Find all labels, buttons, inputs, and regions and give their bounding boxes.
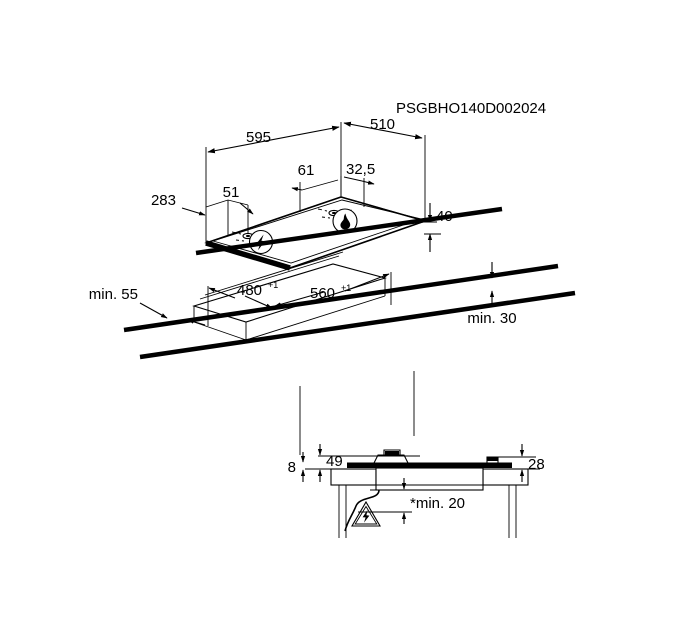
dim-label-49: 49 [326,453,343,470]
dim-line-595 [207,125,340,154]
worktop-block-right [482,468,529,486]
cutout-edge-inner-b [204,251,344,296]
worktop-bottom-surface-line [139,290,576,360]
dim-label-480: 480 [237,282,262,299]
dimension-8: 8 [288,452,306,482]
dimension-min-30: min. 30 [467,262,517,327]
projection-lines [299,371,415,455]
dim-label-560-superscript: +1 [341,283,351,293]
dim-label-480-superscript: +1 [268,280,278,290]
dim-line-560-left [274,291,325,307]
dim-line-51-b [227,199,249,206]
dim-line-325 [343,176,363,182]
dim-label-325: 32,5 [346,161,375,178]
dim-label-min-55: min. 55 [89,286,138,303]
worktop-cutout-view: min. 55 480 +1 560 +1 min. 30 [89,251,576,360]
dim-line-325-arrow [361,180,375,185]
dim-label-min-20: *min. 20 [410,495,465,512]
gas-burner-icon [332,208,358,234]
dim-line-480-down [244,295,273,309]
dimension-480: 480 +1 [207,280,278,326]
dim-label-560: 560 [310,285,335,302]
dim-line-283 [181,207,206,216]
dim-label-595: 595 [246,129,271,146]
dimension-51: 51 [205,184,254,236]
left-burner-dash-a [231,231,242,235]
dimension-min-20: *min. 20 [358,478,465,524]
drawing-title: PSGBHO140D002024 [396,100,546,117]
dim-line-61 [301,179,339,191]
hob-isometric-view: 595 510 61 32,5 283 [151,116,503,271]
dimension-560: 560 +1 [274,272,392,307]
power-cable [344,489,380,532]
cross-section-detail-view: 49 8 28 *min. 20 [288,444,545,538]
burner-cap-fill [385,451,399,456]
cutout-floor-front [245,295,386,341]
hob-right-edge [289,220,426,269]
dim-label-min-30: min. 30 [467,310,516,327]
dim-line-560-right [344,273,390,292]
dimension-325: 32,5 [343,161,375,207]
worktop-surface-line-upper [195,206,503,256]
warning-lightning-bolt-glyph [362,509,370,523]
dimension-283: 283 [151,192,206,216]
hob-front-edge [205,240,291,271]
dimension-61: 61 [291,162,342,212]
hob-left-edge [205,196,342,244]
right-burner-dash-a [317,208,328,212]
dim-line-480-up [208,287,236,299]
dim-line-51-a [205,199,229,208]
flame-glyph [340,213,351,230]
dim-label-510: 510 [370,116,395,133]
right-burner-group [317,208,358,234]
worktop-block-left [330,468,377,486]
left-burner-dash-c [235,239,245,242]
worktop-top-surface-line [123,263,559,333]
burner-cap-profile [383,449,401,455]
dim-label-28: 28 [528,456,545,473]
cutout-edge-inner-a [199,255,340,300]
dim-line-51-arrow [239,202,254,215]
warning-triangle-inner [354,505,378,525]
dimension-49: 49 [305,444,372,482]
hob-body-box [375,467,484,491]
fixing-bracket-fill [487,457,498,461]
hob-glass-plate [347,463,512,468]
dim-line-61-arrow [291,187,303,192]
dim-line-min-55 [139,302,168,319]
dim-label-51: 51 [223,184,240,201]
cutout-floor-left [193,321,247,341]
dimension-28: 28 [498,444,545,482]
right-burner-dash-c [321,216,331,219]
dimension-510: 510 [343,116,426,221]
dim-line-510 [343,121,423,140]
dim-line-min-55-edge [187,319,206,326]
left-burner-center [246,234,250,238]
dim-label-61: 61 [298,162,315,179]
dimension-min-55: min. 55 [89,286,206,326]
dim-label-283: 283 [151,192,176,209]
dim-label-8: 8 [288,459,296,476]
electrical-hazard-warning-icon [351,500,381,527]
